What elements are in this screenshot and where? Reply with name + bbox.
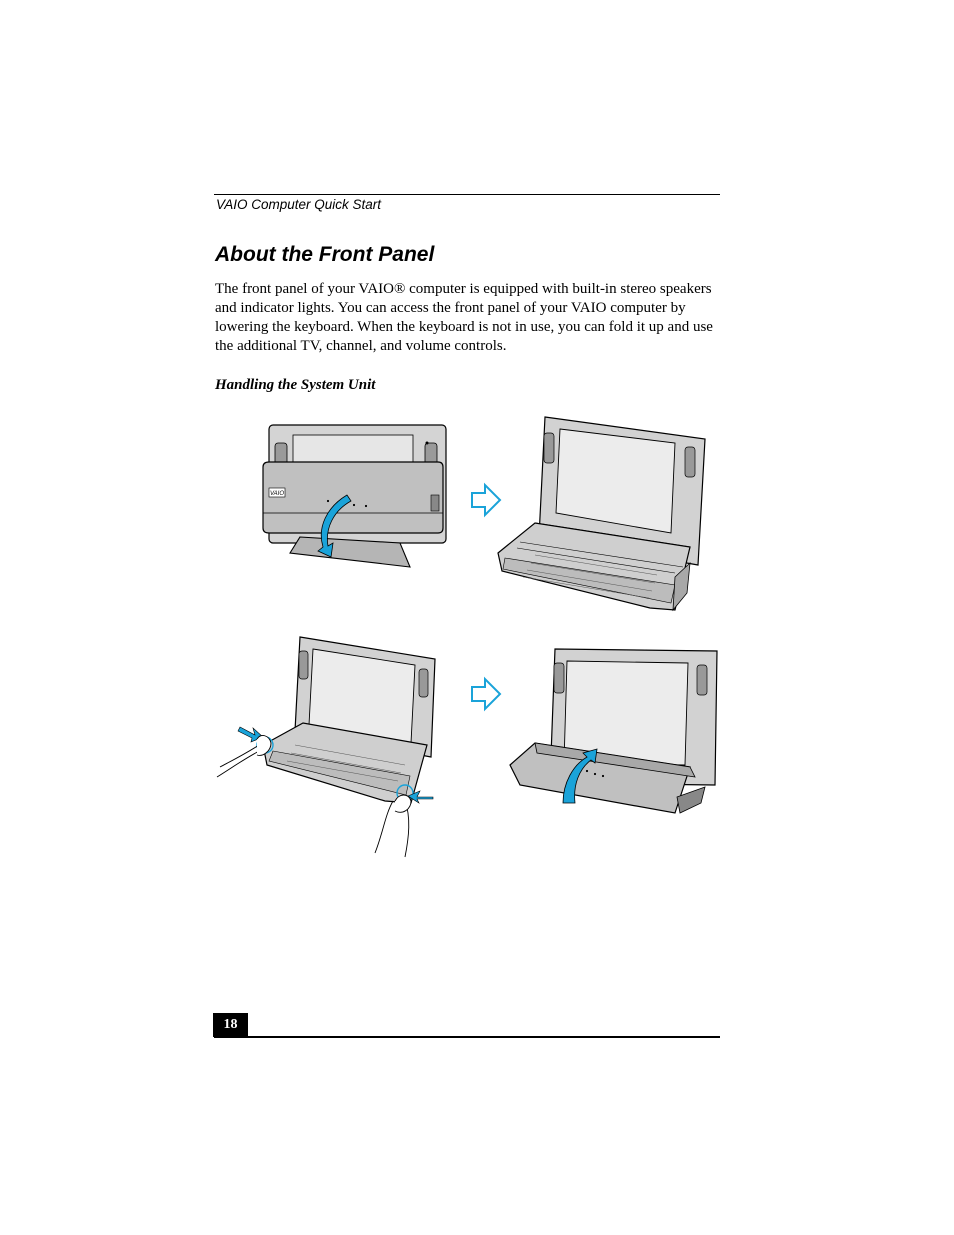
section-title: About the Front Panel <box>215 243 435 266</box>
step2-keyboard-lowered <box>497 416 706 612</box>
page-number: 18 <box>213 1013 248 1037</box>
up-arrow-icon <box>562 748 598 804</box>
press-arrow-right-icon <box>407 790 434 804</box>
step3-press-release <box>216 636 436 858</box>
next-step-arrow-icon <box>471 482 502 518</box>
header-rule <box>214 194 720 195</box>
footer-rule <box>214 1036 720 1038</box>
figure-caption: Handling the System Unit <box>215 377 376 393</box>
running-head: VAIO Computer Quick Start <box>216 197 382 212</box>
down-arrow-icon <box>317 494 352 558</box>
step1-keyboard-closed: VAIO <box>262 424 447 568</box>
body-paragraph: The front panel of your VAIO® computer i… <box>215 281 713 354</box>
step4-keyboard-folded <box>509 648 718 814</box>
next-step-arrow-icon-2 <box>471 676 502 712</box>
system-unit-illustration: VAIO <box>216 416 718 858</box>
vaio-logo: VAIO <box>270 491 284 497</box>
